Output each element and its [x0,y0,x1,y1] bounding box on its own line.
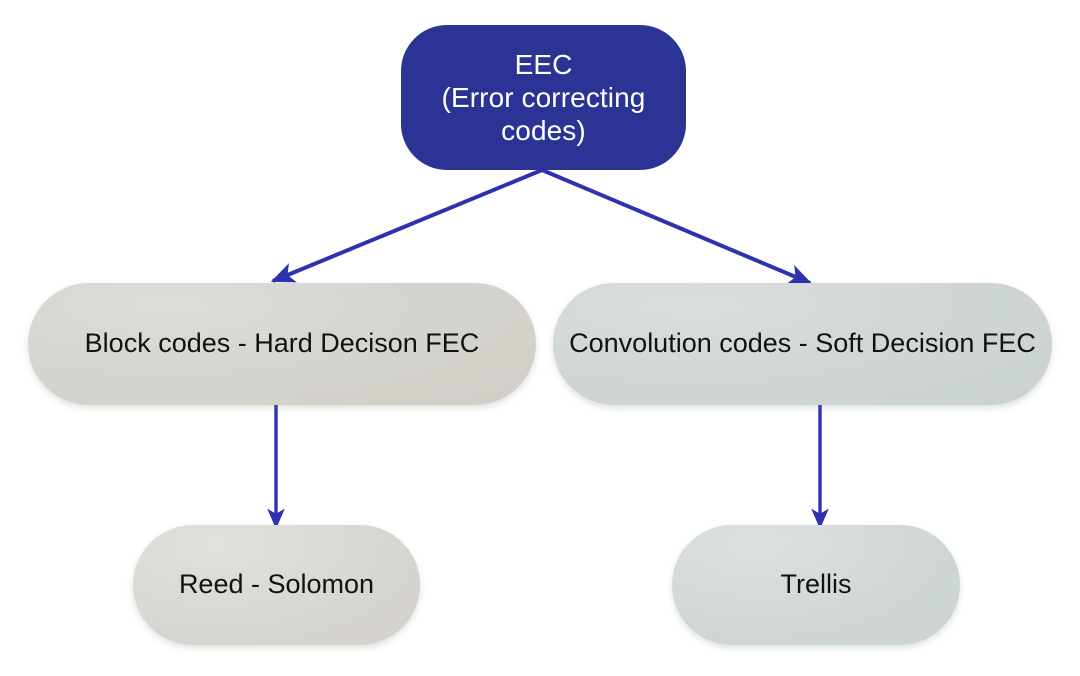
node-block-codes[interactable]: Block codes - Hard Decison FEC [28,283,536,405]
node-eec-root-label: EEC (Error correcting codes) [441,48,646,147]
node-reed-solomon-label: Reed - Solomon [178,569,375,600]
node-eec-root[interactable]: EEC (Error correcting codes) [401,25,686,170]
edge-root-to-convolution-codes [541,168,813,285]
edge-root-to-block-codes [270,168,543,283]
node-reed-solomon[interactable]: Reed - Solomon [133,525,420,645]
node-trellis-label: Trellis [780,569,852,600]
node-trellis[interactable]: Trellis [672,525,960,645]
node-convolution-codes[interactable]: Convolution codes - Soft Decision FEC [553,283,1052,405]
node-block-codes-label: Block codes - Hard Decison FEC [84,328,480,359]
node-convolution-codes-label: Convolution codes - Soft Decision FEC [569,328,1036,359]
